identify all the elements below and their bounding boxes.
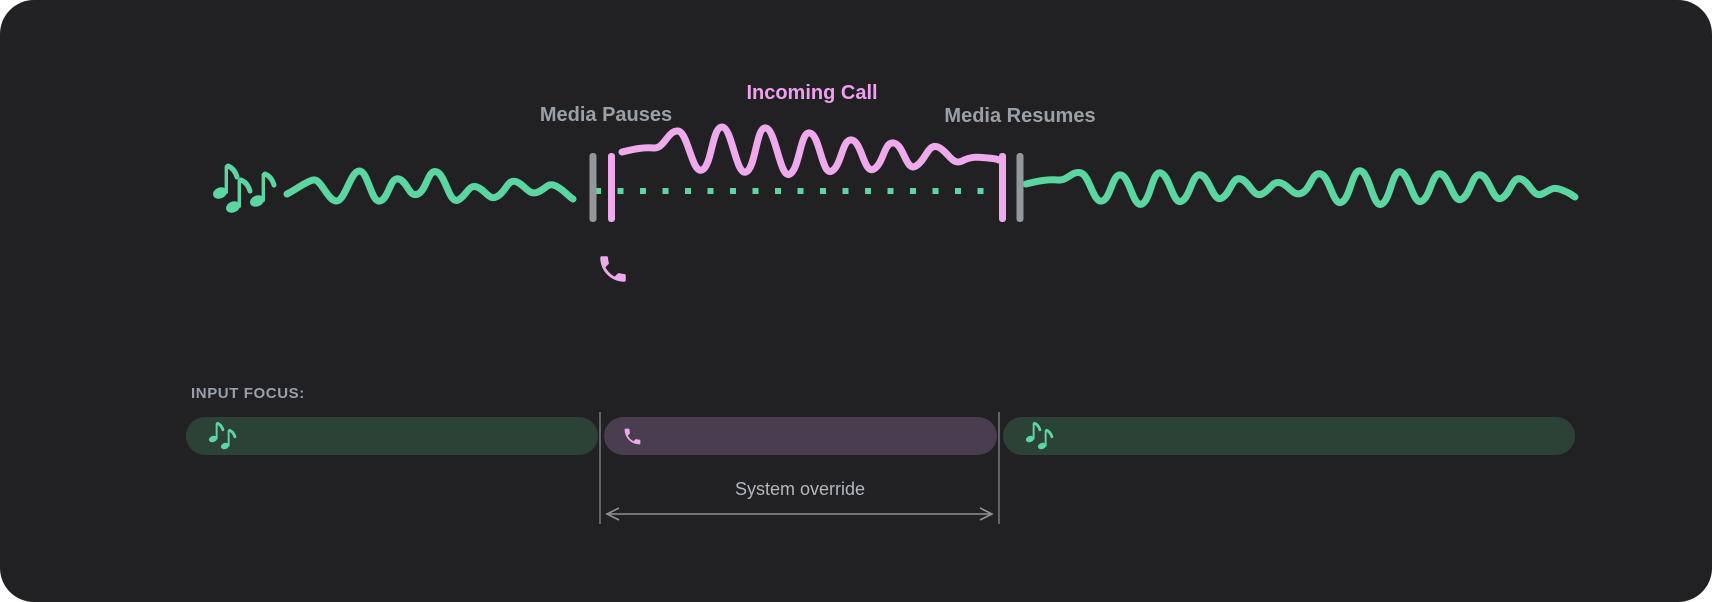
incoming-call-label: Incoming Call	[746, 82, 878, 104]
media-pauses-label: Media Pauses	[539, 104, 673, 126]
input-focus-label: INPUT FOCUS:	[191, 385, 305, 402]
music-notes-icon	[1023, 421, 1054, 452]
system-override-arrow	[605, 507, 994, 521]
phone-icon	[600, 256, 626, 282]
call-waveform	[618, 123, 1003, 178]
media-waveform-before	[283, 167, 577, 205]
phone-icon	[624, 428, 641, 444]
resume-marker-gray-bar	[1016, 153, 1024, 222]
media-resumes-label: Media Resumes	[944, 105, 1096, 127]
pause-marker-gray-bar	[589, 153, 597, 222]
system-override-label: System override	[734, 479, 866, 499]
resume-marker-pink-bar	[999, 153, 1006, 222]
music-notes-icon	[206, 421, 237, 452]
music-notes-icon	[198, 156, 284, 230]
input-focus-segment-media-after	[1003, 417, 1575, 455]
input-focus-segment-call	[604, 417, 997, 455]
input-focus-segment-media-before	[186, 417, 598, 455]
media-waveform-after	[1022, 167, 1579, 208]
pause-marker-pink-bar	[608, 153, 615, 222]
